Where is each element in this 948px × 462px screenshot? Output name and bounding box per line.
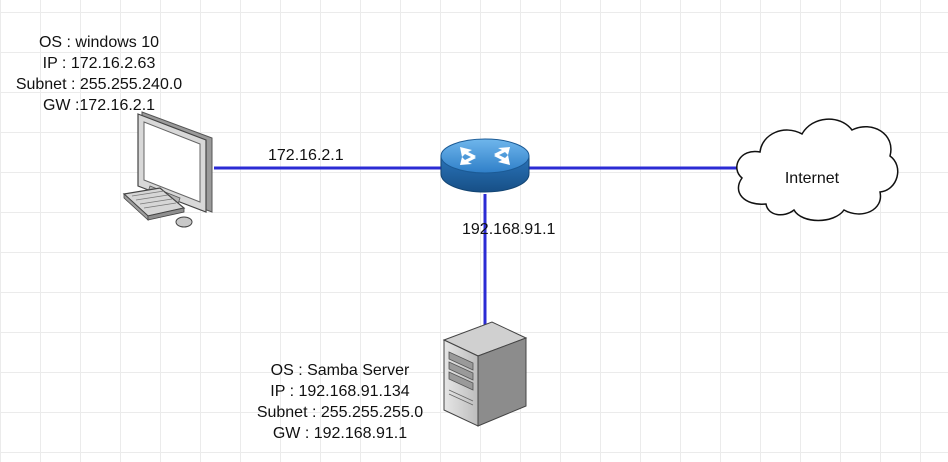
desktop-computer-icon[interactable]	[120, 108, 220, 230]
server-info: OS : Samba Server IP : 192.168.91.134 Su…	[240, 360, 440, 444]
internet-cloud-icon[interactable]: Internet	[730, 112, 902, 228]
link-label-pc-router: 172.16.2.1	[268, 147, 344, 164]
server-ip: IP : 192.168.91.134	[270, 383, 410, 400]
link-label-router-server: 192.168.91.1	[462, 221, 556, 238]
pc-ip: IP : 172.16.2.63	[42, 55, 156, 72]
server-tower-icon[interactable]	[440, 318, 530, 430]
router-icon[interactable]	[438, 136, 532, 198]
pc-info: OS : windows 10 IP : 172.16.2.63 Subnet …	[4, 32, 194, 116]
server-gateway: GW : 192.168.91.1	[272, 425, 408, 442]
server-os: OS : Samba Server	[270, 362, 410, 379]
pc-subnet: Subnet : 255.255.240.0	[15, 76, 183, 93]
cloud-label: Internet	[785, 170, 840, 187]
pc-gateway: GW :172.16.2.1	[42, 97, 156, 114]
pc-os: OS : windows 10	[38, 34, 160, 51]
server-subnet: Subnet : 255.255.255.0	[256, 404, 424, 421]
